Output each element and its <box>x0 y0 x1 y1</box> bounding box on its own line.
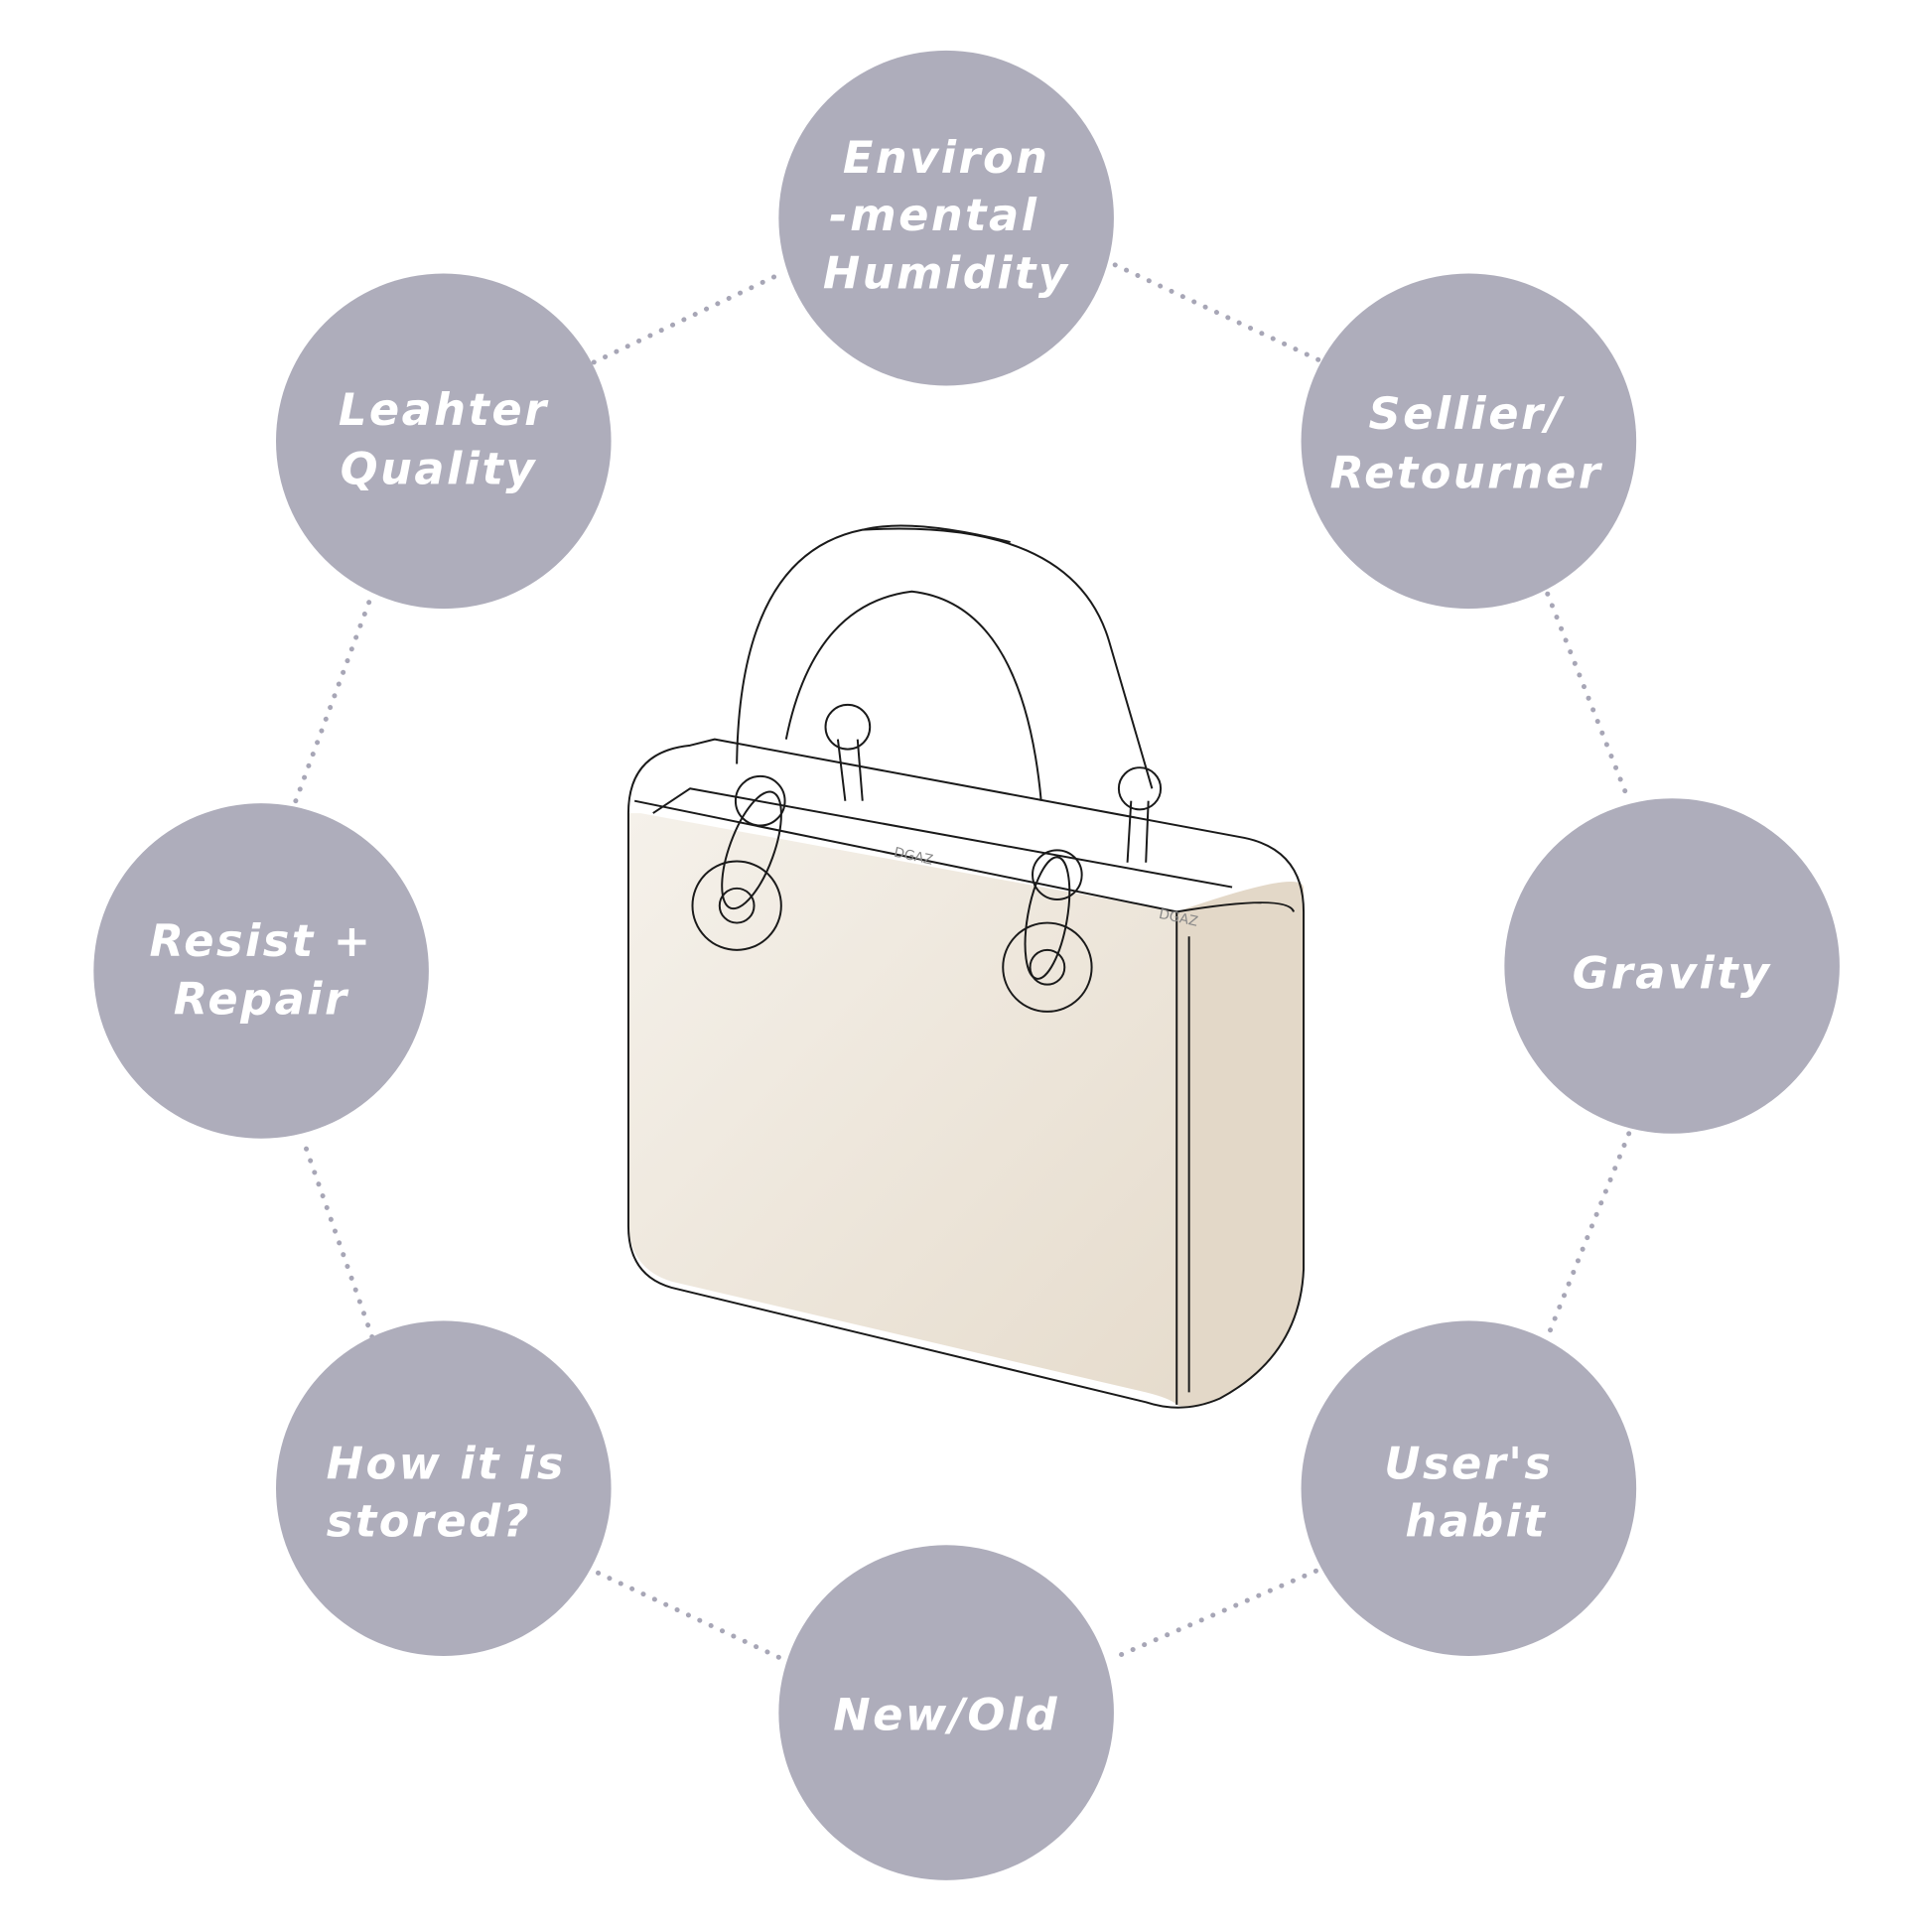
connector <box>1112 262 1321 362</box>
connector <box>1545 1131 1632 1340</box>
factor-label: Sellier/ <box>1368 388 1565 440</box>
factor-label: Retourner <box>1330 447 1603 498</box>
connector <box>293 591 375 804</box>
connector <box>300 1137 375 1340</box>
factor-label: Resist + <box>150 915 373 967</box>
connector <box>591 1568 781 1660</box>
factor-stored: How it is stored? <box>276 1320 612 1656</box>
factor-label: User's <box>1384 1438 1553 1489</box>
factor-label: Humidity <box>823 247 1070 299</box>
connector <box>1112 1568 1318 1660</box>
factor-label: -mental <box>829 190 1038 241</box>
factor-label: stored? <box>327 1496 531 1548</box>
factor-gravity: Gravity <box>1504 798 1840 1134</box>
factor-label: New/Old <box>833 1689 1059 1740</box>
factor-humidity: Environ -mental Humidity <box>778 50 1114 386</box>
brand-logo-text: DGAZ <box>893 845 934 869</box>
factor-habit: User's habit <box>1301 1320 1637 1656</box>
factor-label: Leahter <box>339 384 549 436</box>
connector <box>1545 591 1632 804</box>
connectors <box>293 262 1632 1660</box>
brand-logo-text: DGAZ <box>1158 906 1199 930</box>
factor-label: How it is <box>327 1438 566 1489</box>
factor-label: Gravity <box>1573 947 1772 999</box>
factor-resist: Resist + Repair <box>93 803 429 1139</box>
factor-leather: Leahter Quality <box>276 273 612 610</box>
factor-label: habit <box>1405 1496 1547 1548</box>
factor-label: Environ <box>843 132 1050 184</box>
factor-label: Repair <box>174 973 349 1025</box>
factor-label: Quality <box>341 444 537 495</box>
factor-new-old: New/Old <box>778 1545 1114 1880</box>
factor-sellier: Sellier/ Retourner <box>1301 273 1637 610</box>
handbag-illustration: DGAZ DGAZ <box>626 524 1306 1409</box>
connector <box>591 271 784 365</box>
